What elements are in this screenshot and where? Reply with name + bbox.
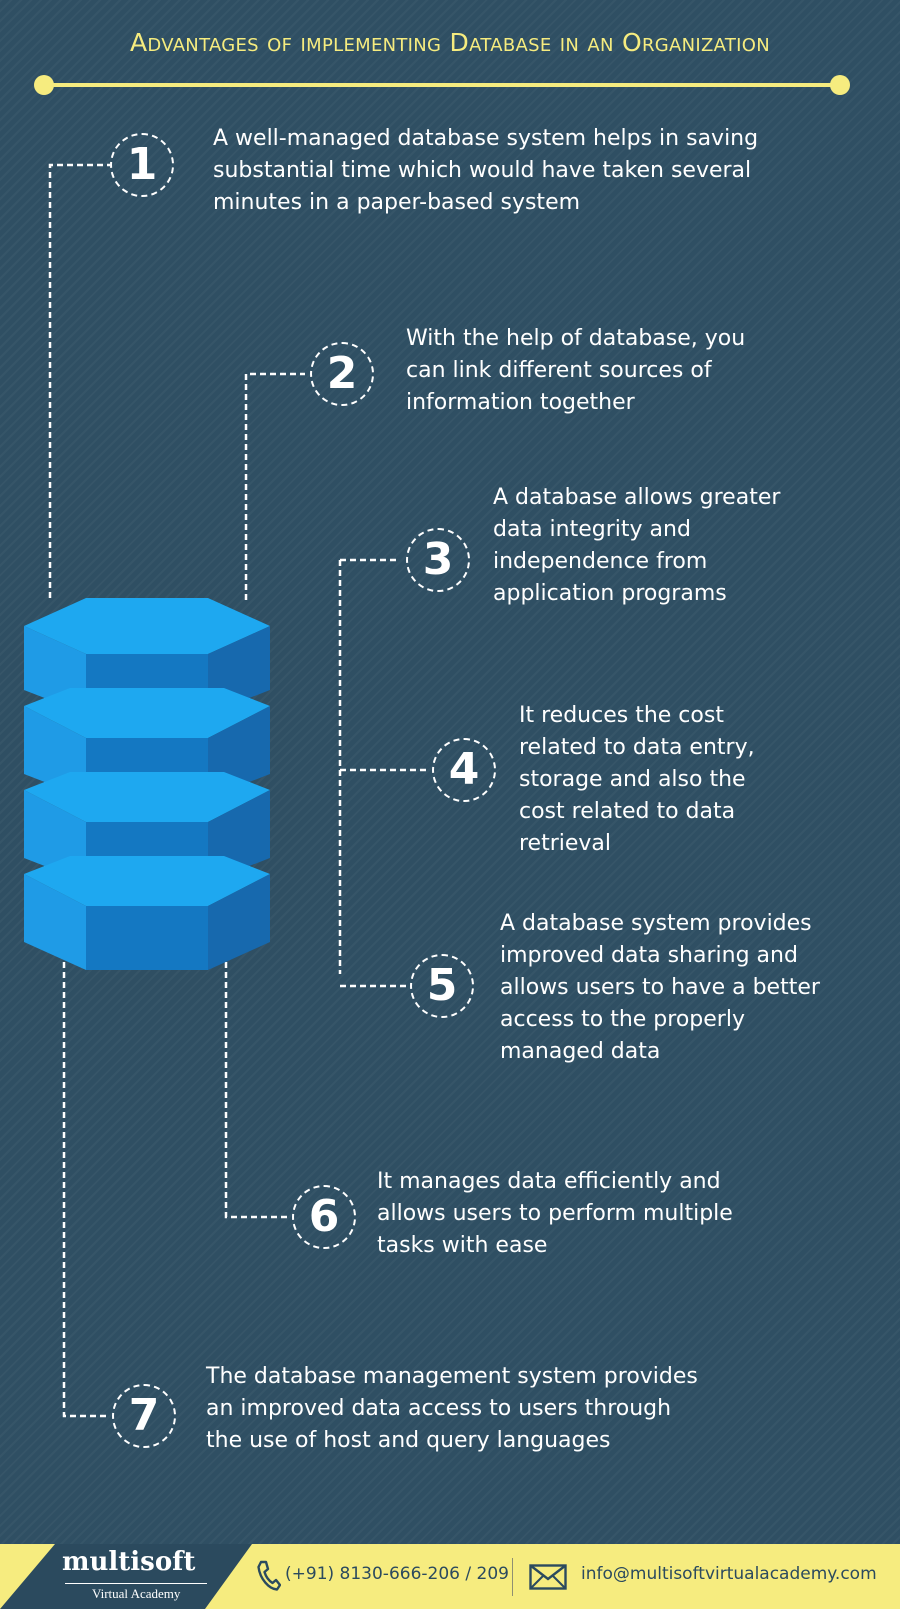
footer-divider [512,1558,513,1596]
page-title: Advantages of implementing Database in a… [129,28,770,57]
item-1-number: 1 [110,133,174,197]
title-underline [34,75,850,95]
mail-icon [529,1564,567,1590]
footer-bar: multisoft Virtual Academy (+91) 8130-666… [0,1544,900,1609]
title-rule-bar [44,83,840,87]
item-3-text: A database allows greater data integrity… [493,485,781,606]
item-5-number: 5 [410,954,474,1018]
connector-1 [48,163,110,598]
item-2-number: 2 [310,342,374,406]
phone-icon [257,1560,281,1591]
connector-6 [224,962,290,1219]
item-6-number: 6 [292,1185,356,1249]
item-2-text: With the help of database, you can link … [406,326,746,415]
title-rule-right-dot [830,75,850,95]
item-4-text: It reduces the cost related to data entr… [519,703,755,856]
logo-panel: multisoft Virtual Academy [0,1544,252,1609]
item-3-number: 3 [406,528,470,592]
database-stack-icon [24,598,270,970]
logo-subtitle: Virtual Academy [92,1586,181,1601]
item-6-text: It manages data efficiently and allows u… [377,1169,733,1258]
connector-2 [244,372,305,600]
item-1-text: A well-managed database system helps in … [213,126,759,215]
database-disk-3 [24,772,270,882]
email-address: info@multisoftvirtualacademy.com [581,1564,877,1584]
item-4-number: 4 [432,738,496,802]
phone-number: (+91) 8130-666-206 / 209 [285,1564,509,1584]
logo-underline [65,1583,207,1584]
item-7-number: 7 [112,1384,176,1448]
database-disk-4 [24,856,270,970]
item-5-text: A database system provides improved data… [500,911,820,1064]
connector-7 [62,962,110,1418]
item-7-text: The database management system provides … [206,1364,698,1453]
logo-name: multisoft [62,1547,196,1577]
